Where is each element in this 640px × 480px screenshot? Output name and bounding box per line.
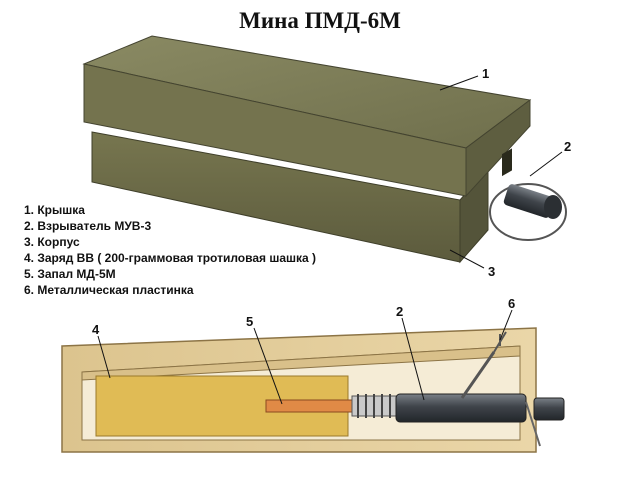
legend-item-charge: 4. Заряд ВВ ( 200-граммовая тротиловая ш…	[24, 251, 317, 265]
callout-fuse-section: 2	[396, 304, 403, 319]
section-fuse-cap	[533, 397, 565, 421]
callout-charge: 4	[92, 322, 100, 337]
callout-detonator: 5	[246, 314, 253, 329]
section-callouts: 4 5 2 6	[92, 296, 515, 405]
legend-item-body: 3. Корпус	[24, 235, 80, 249]
legend-item-lid: 1. Крышка	[24, 203, 85, 217]
parts-legend: 1. Крышка 2. Взрыватель МУВ-3 3. Корпус …	[24, 202, 316, 298]
section-fuse-spring	[351, 394, 401, 418]
section-fuse-body	[395, 393, 527, 423]
box-lid-side	[465, 99, 531, 198]
legend-item-fuse: 2. Взрыватель МУВ-3	[24, 219, 152, 233]
fuse-assembly-3d	[489, 183, 567, 241]
fuse-slot	[502, 148, 512, 177]
legend-item-plate: 6. Металлическая пластинка	[24, 283, 194, 297]
callout-fuse-top: 2	[564, 139, 571, 154]
section-detonator	[265, 399, 357, 413]
top-callouts: 1 2 3	[439, 66, 571, 279]
legend-item-detonator: 5. Запал МД-5М	[24, 267, 116, 281]
diagram-title: Мина ПМД-6М	[239, 8, 401, 33]
section-pin-wire	[525, 401, 541, 447]
mine-cross-section	[61, 327, 565, 453]
callout-plate: 6	[508, 296, 515, 311]
callout-body: 3	[488, 264, 495, 279]
callout-lid: 1	[482, 66, 489, 81]
mine-3d-view	[82, 35, 567, 264]
section-lid-wedge	[81, 345, 521, 381]
